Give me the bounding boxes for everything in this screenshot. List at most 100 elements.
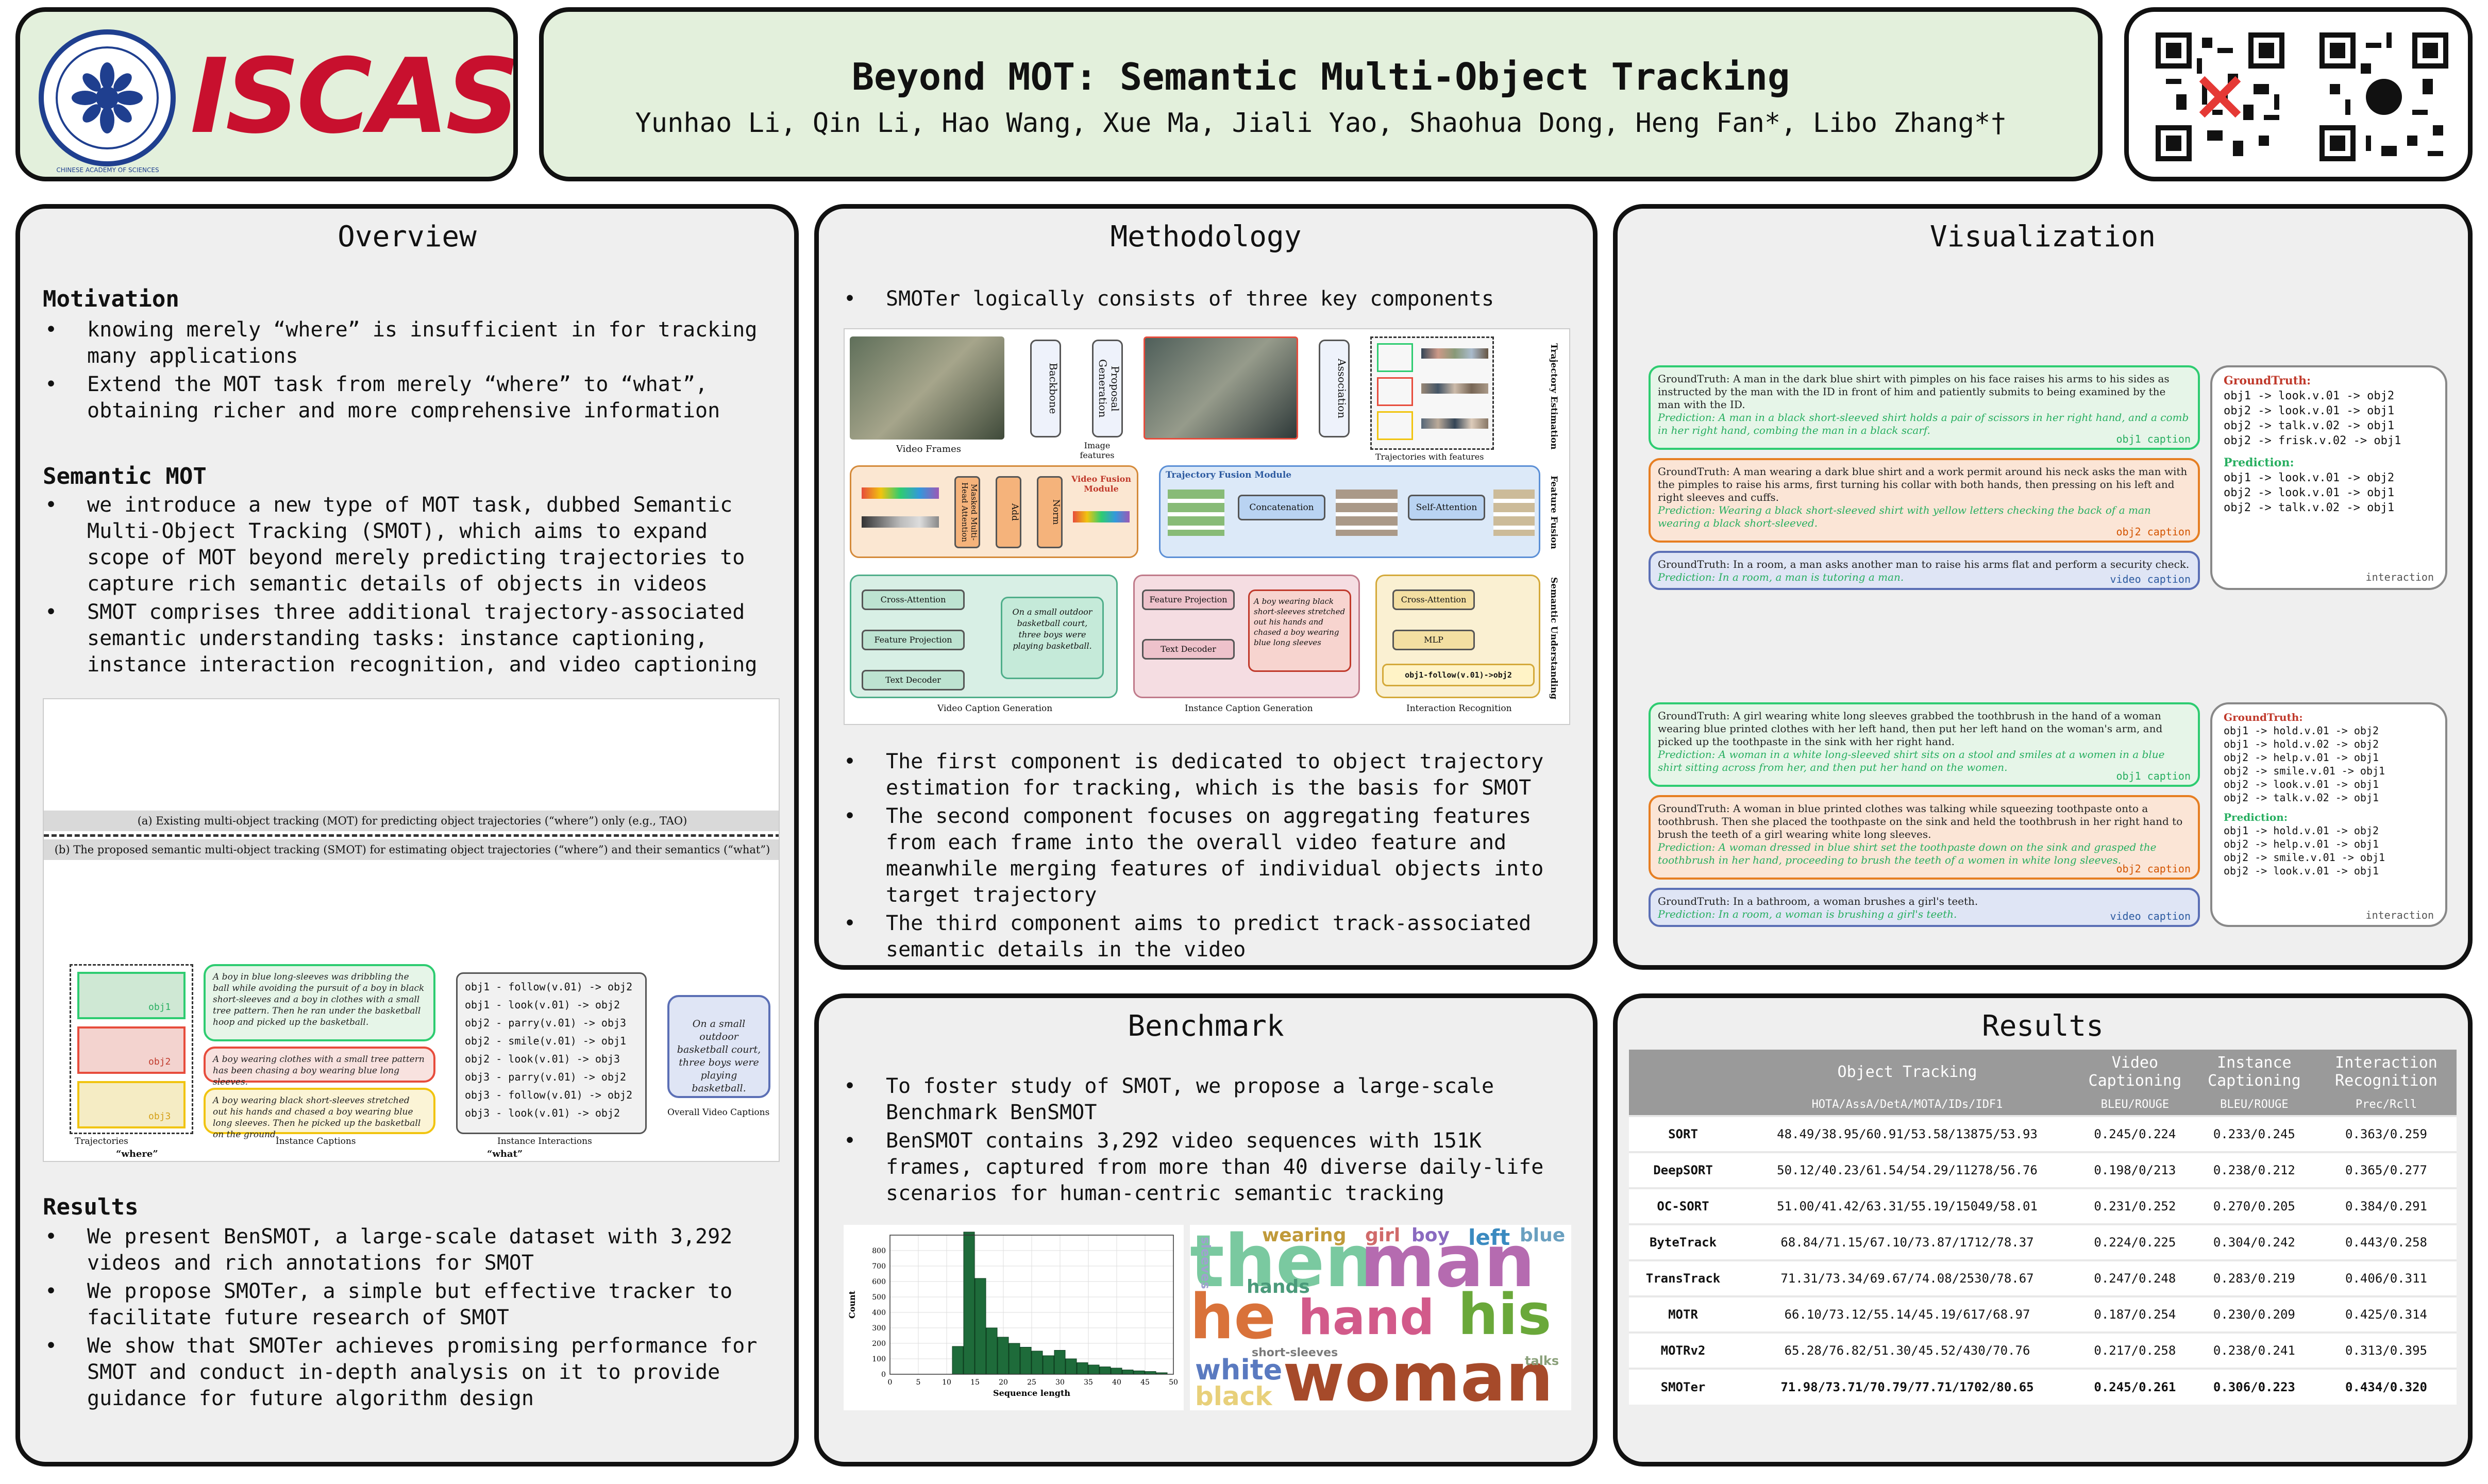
metric-cell: 0.247/0.248: [2077, 1259, 2193, 1296]
word-blue: blue: [1520, 1225, 1566, 1246]
figure-caption-obj1: A boy in blue long-sleeves was dribbling…: [204, 964, 435, 1041]
benchmark-panel: Benchmark To foster study of SMOT, we pr…: [814, 993, 1598, 1466]
y-tick-label: 600: [872, 1278, 886, 1286]
table-header-row: Object Tracking Video Captioning Instanc…: [1629, 1050, 2457, 1094]
word-man: man: [1360, 1225, 1536, 1304]
figure-interactions: obj1 - follow(v.01) -> obj2 obj1 - look(…: [456, 972, 647, 1134]
detected-frames-thumb: [1144, 336, 1298, 440]
word-sleeves: sleeves: [1198, 1237, 1213, 1289]
word-wearing: wearing: [1262, 1225, 1347, 1246]
metric-cell: 0.230/0.209: [2192, 1295, 2316, 1333]
ir-label: Interaction Recognition: [1406, 703, 1512, 714]
list-item: SMOT comprises three additional trajecto…: [43, 599, 775, 678]
video-fusion-label: Video Fusion Module: [1071, 474, 1131, 494]
x-axis-label: Sequence length: [993, 1388, 1070, 1398]
x-tick-label: 0: [888, 1378, 893, 1387]
y-tick-label: 800: [872, 1247, 886, 1255]
caption-label: video caption: [2110, 910, 2191, 922]
list-item: knowing merely “where” is insufficient i…: [43, 317, 775, 369]
text-decoder-box: Text Decoder: [1142, 639, 1235, 660]
proposal-label: Proposal Generation: [1097, 359, 1121, 418]
y-tick-label: 0: [881, 1371, 886, 1379]
interaction-line: obj2 -> talk.v.02 -> obj1: [2224, 419, 2395, 432]
figure-dashed-divider: [44, 834, 779, 837]
ex2-interactions: GroundTruth: obj1 -> hold.v.01 -> obj2 o…: [2210, 702, 2447, 927]
metric-cell: 0.306/0.223: [2192, 1368, 2316, 1405]
y-tick-label: 100: [872, 1355, 886, 1363]
association-label: Association: [1336, 359, 1348, 418]
label-trajectories: Trajectories: [75, 1136, 128, 1146]
caption-label: obj2 caption: [2116, 526, 2191, 538]
pred-text: Prediction: In a room, a man is tutoring…: [1658, 571, 1904, 583]
ex1-obj1-caption: GroundTruth: A man in the dark blue shir…: [1649, 365, 2200, 450]
method-name-cell: TransTrack: [1629, 1259, 1737, 1296]
interaction-line: obj2 - parry(v.01) -> obj3: [465, 1017, 627, 1029]
histogram-bar: [1088, 1364, 1100, 1375]
paper-title: Beyond MOT: Semantic Multi-Object Tracki…: [851, 55, 1790, 98]
vcg-label: Video Caption Generation: [937, 703, 1053, 714]
gt-text: GroundTruth: In a bathroom, a woman brus…: [1658, 895, 1978, 907]
histogram-bar: [1122, 1370, 1134, 1375]
col-subheader: [1629, 1094, 1737, 1116]
traj-fusion-label: Trajectory Fusion Module: [1166, 470, 1292, 480]
metric-cell: 0.384/0.291: [2316, 1187, 2457, 1224]
label-instance-captions: Instance Captions: [276, 1136, 356, 1146]
github-qr-code-icon[interactable]: [2319, 32, 2448, 161]
interaction-line: obj3 - parry(v.01) -> obj2: [465, 1071, 627, 1083]
word-then: then: [1190, 1225, 1376, 1304]
icg-label: Instance Caption Generation: [1185, 703, 1313, 714]
metric-cell: 0.217/0.258: [2077, 1331, 2193, 1369]
metric-cell: 51.00/41.42/63.31/55.19/15049/58.01: [1737, 1187, 2077, 1224]
video-frames-thumb: [850, 336, 1004, 440]
cross-attention-box: Cross-Attention: [1392, 589, 1475, 610]
x-tick-label: 25: [1027, 1378, 1036, 1387]
col-subheader: HOTA/AssA/DetA/MOTA/IDs/IDF1: [1737, 1094, 2077, 1116]
metric-cell: 0.313/0.395: [2316, 1331, 2457, 1369]
list-item: We propose SMOTer, a simple but effectiv…: [43, 1278, 775, 1331]
smot-frames-row: [44, 863, 779, 951]
col-subheader: BLEU/ROUGE: [2192, 1094, 2316, 1116]
pred-heading: Prediction:: [2224, 456, 2294, 469]
col-header: [1629, 1050, 1737, 1094]
concatenation-box: Concatenation: [1238, 495, 1325, 520]
gt-heading: GroundTruth:: [2224, 374, 2311, 387]
word-hands: hands: [1247, 1276, 1310, 1297]
ex2-obj1-caption: GroundTruth: A girl wearing white long s…: [1649, 702, 2200, 787]
caption-label: obj1 caption: [2116, 770, 2191, 782]
word-black: black: [1195, 1381, 1272, 1410]
title-panel: Beyond MOT: Semantic Multi-Object Tracki…: [539, 7, 2103, 181]
cas-seal-text: CHINESE ACADEMY OF SCIENCES: [56, 166, 159, 174]
interaction-line: obj2 -> help.v.01 -> obj1: [2224, 838, 2379, 850]
histogram-bar: [1065, 1358, 1077, 1375]
method-name-cell: SORT: [1629, 1115, 1737, 1152]
gt-text: GroundTruth: A woman in blue printed clo…: [1658, 802, 2183, 840]
metric-cell: 0.425/0.314: [2316, 1295, 2457, 1333]
ex2-obj2-caption: GroundTruth: A woman in blue printed clo…: [1649, 795, 2200, 880]
benchmark-title: Benchmark: [1128, 1009, 1284, 1043]
histogram-bar: [974, 1278, 986, 1375]
method-name-cell: DeepSORT: [1629, 1151, 1737, 1188]
metric-cell: 0.224/0.225: [2077, 1223, 2193, 1260]
word-left: left: [1468, 1225, 1510, 1250]
norm-label: Norm: [1051, 499, 1061, 525]
interaction-line: obj2 -> smile.v.01 -> obj1: [2224, 765, 2385, 777]
list-item: We show that SMOTer achieves promising p…: [43, 1333, 775, 1412]
caption-label: obj1 caption: [2116, 433, 2191, 445]
methodology-bullets: The first component is dedicated to obje…: [842, 749, 1573, 963]
metric-cell: 50.12/40.23/61.54/54.29/11278/56.76: [1737, 1151, 2077, 1188]
col-header: Object Tracking: [1737, 1050, 2077, 1094]
histogram-bar: [997, 1337, 1009, 1375]
qr-code-icon[interactable]: [2156, 32, 2284, 161]
word-woman: woman: [1283, 1338, 1554, 1410]
metric-cell: 0.443/0.258: [2316, 1223, 2457, 1260]
results-title: Results: [1981, 1009, 2104, 1043]
feature-projection-box: Feature Projection: [862, 630, 965, 650]
label-where: “where”: [116, 1149, 158, 1159]
y-tick-label: 300: [872, 1324, 886, 1333]
interaction-line: obj2 -> look.v.01 -> obj1: [2224, 404, 2395, 417]
metric-cell: 0.304/0.242: [2192, 1223, 2316, 1260]
obj1-tag: obj1: [148, 1002, 171, 1013]
plot-frame: [889, 1235, 1174, 1375]
